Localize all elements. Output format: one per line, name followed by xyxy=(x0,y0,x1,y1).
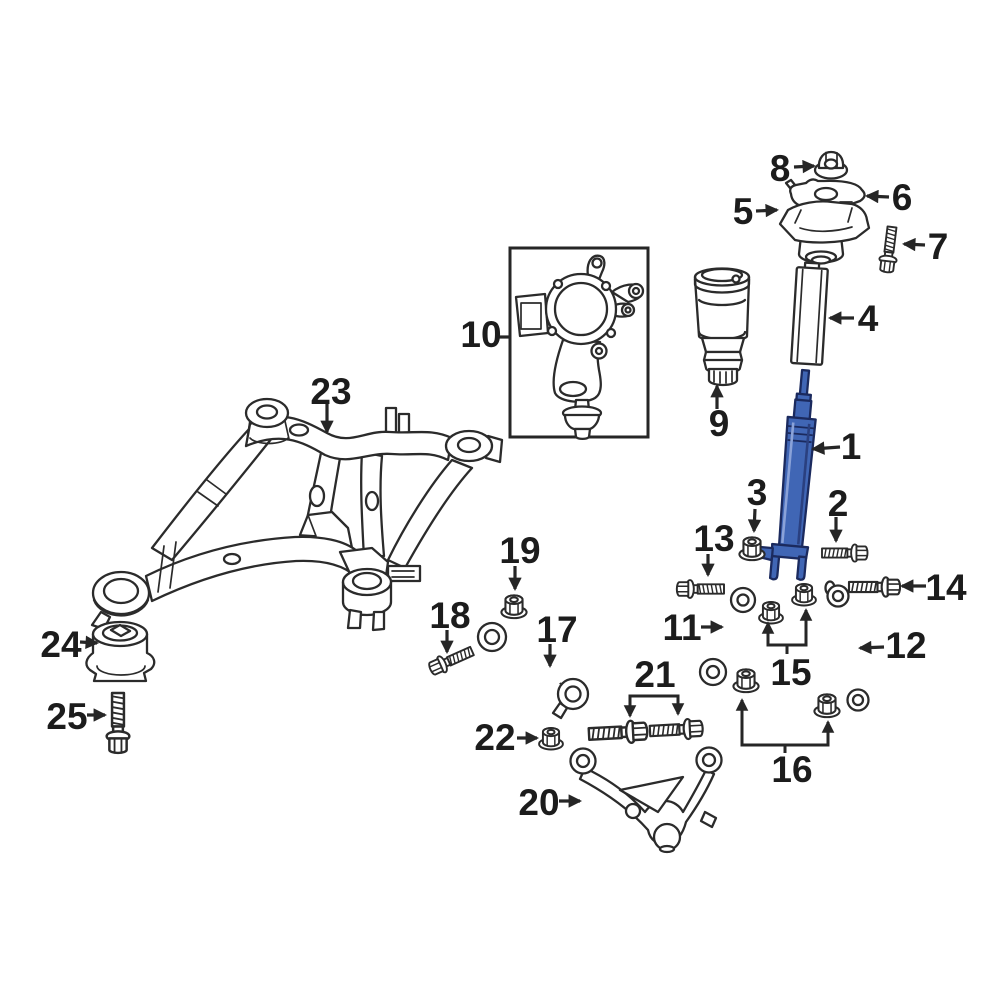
leader-3 xyxy=(747,508,762,534)
part-air-spring xyxy=(693,267,751,387)
callout-17-label: 17 xyxy=(536,609,577,650)
callout-7-label: 7 xyxy=(928,226,949,267)
leader-16 xyxy=(735,698,835,747)
callout-14-label: 14 xyxy=(925,567,967,608)
part-nut-3 xyxy=(738,536,766,562)
callout-9-label: 9 xyxy=(709,403,730,444)
callout-leaders xyxy=(79,159,926,808)
part-knuckle-box xyxy=(508,246,650,441)
part-nut-16a xyxy=(732,668,760,694)
part-bolt-25 xyxy=(105,691,131,755)
callout-1-label: 1 xyxy=(841,426,862,467)
part-nut-8 xyxy=(813,150,849,180)
callout-13-label: 13 xyxy=(693,518,734,559)
callout-8-label: 8 xyxy=(770,148,791,189)
part-lower-control-arm xyxy=(569,746,723,854)
leader-24 xyxy=(79,635,100,650)
part-nut-19 xyxy=(500,594,528,620)
callout-labels: 1 2 3 4 5 6 7 8 9 10 11 12 13 14 15 16 1… xyxy=(40,148,967,823)
callout-20-label: 20 xyxy=(518,782,559,823)
part-toe-link-12 xyxy=(824,580,870,712)
leader-1 xyxy=(810,441,841,455)
callout-15-label: 15 xyxy=(770,652,811,693)
part-nut-15a xyxy=(758,600,784,625)
part-nut-16b xyxy=(813,693,841,719)
part-bolt-21a xyxy=(587,718,649,747)
leader-12 xyxy=(857,640,885,655)
callout-10-label: 10 xyxy=(460,314,501,355)
callout-16-label: 16 xyxy=(771,749,812,790)
part-link-arm-11 xyxy=(698,586,757,687)
leader-21 xyxy=(623,694,685,718)
part-bolt-18 xyxy=(425,642,477,679)
part-nut-15b xyxy=(791,582,817,607)
part-bolt-13 xyxy=(675,579,725,599)
leader-6 xyxy=(864,189,890,204)
callout-23-label: 23 xyxy=(310,371,351,412)
leader-8 xyxy=(793,159,817,174)
part-bolt-14 xyxy=(847,576,902,598)
part-bolt-2 xyxy=(821,543,869,563)
callout-6-label: 6 xyxy=(892,177,913,218)
part-subframe-bushing xyxy=(85,620,156,683)
callout-12-label: 12 xyxy=(885,625,926,666)
callout-4-label: 4 xyxy=(858,298,879,339)
part-upper-mount xyxy=(778,200,871,265)
part-lateral-arm-17 xyxy=(476,621,590,720)
part-subframe-crossmember xyxy=(90,397,504,632)
callout-19-label: 19 xyxy=(499,530,540,571)
callout-25-label: 25 xyxy=(46,696,87,737)
callout-2-label: 2 xyxy=(828,483,849,524)
leader-7 xyxy=(901,237,926,252)
callout-3-label: 3 xyxy=(747,472,768,513)
part-nut-22 xyxy=(538,726,564,751)
part-bolt-21b xyxy=(648,717,705,743)
callout-18-label: 18 xyxy=(429,595,470,636)
callout-5-label: 5 xyxy=(733,191,754,232)
leader-5 xyxy=(755,203,780,218)
part-dust-shield xyxy=(790,261,829,366)
callout-24-label: 24 xyxy=(40,624,82,665)
callout-21-label: 21 xyxy=(634,654,675,695)
callout-22-label: 22 xyxy=(474,717,515,758)
part-bolt-7 xyxy=(876,225,902,275)
part-shock-absorber-highlighted xyxy=(757,368,817,581)
callout-11-label: 11 xyxy=(662,607,701,648)
